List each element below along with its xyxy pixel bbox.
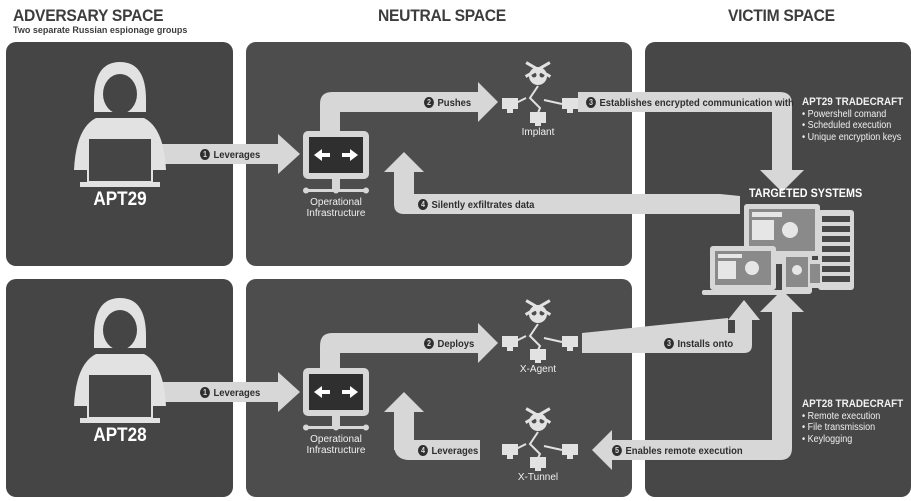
apt28-tradecraft: APT28 TRADECRAFT • Remote execution • Fi… — [802, 398, 904, 445]
arrow-apt28-leverages — [160, 372, 300, 412]
targeted-systems-title: TARGETED SYSTEMS — [749, 186, 863, 200]
victim-space-title: VICTIM SPACE — [728, 6, 835, 25]
infrastructure-monitor-icon-apt28 — [303, 368, 369, 431]
xtunnel-label: X-Tunnel — [517, 472, 559, 483]
desktop-icon-implant — [502, 98, 578, 126]
tablet-icon — [782, 252, 812, 294]
hacker-icon-apt29 — [74, 62, 166, 187]
desktop-icon-target — [744, 204, 820, 264]
skull-crossbones-icon-xagent — [524, 299, 552, 323]
infrastructure-monitor-icon-apt29 — [303, 131, 369, 194]
arrow-apt29-establishes — [578, 92, 804, 192]
arrow-apt29-leverages — [160, 134, 300, 174]
implant-label: Implant — [521, 127, 555, 138]
neutral-space-title: NEUTRAL SPACE — [378, 6, 506, 25]
desktop-icon-xagent — [502, 336, 578, 363]
laptop-icon — [702, 246, 784, 295]
desktop-icon-xtunnel — [502, 444, 578, 471]
arrow-apt28-enables — [592, 290, 804, 470]
adversary-space-subtitle: Two separate Russian espionage groups — [13, 25, 188, 35]
xagent-label: X-Agent — [519, 364, 557, 375]
server-rack-icon — [818, 210, 854, 290]
apt28-label: APT28 — [93, 425, 147, 446]
arrow-apt29-exfil — [384, 152, 740, 214]
hacker-icon-apt28 — [74, 298, 166, 423]
arrow-apt28-deploys — [320, 323, 498, 376]
apt29-label: APT29 — [93, 189, 147, 210]
skull-crossbones-icon-xtunnel — [524, 407, 552, 431]
phone-icon — [808, 260, 822, 288]
apt29-tradecraft: APT29 TRADECRAFT • Powershell comand • S… — [802, 96, 904, 143]
skull-crossbones-icon-implant — [524, 61, 552, 85]
adversary-space-title: ADVERSARY SPACE — [13, 6, 164, 25]
arrow-apt29-pushes — [320, 82, 498, 140]
